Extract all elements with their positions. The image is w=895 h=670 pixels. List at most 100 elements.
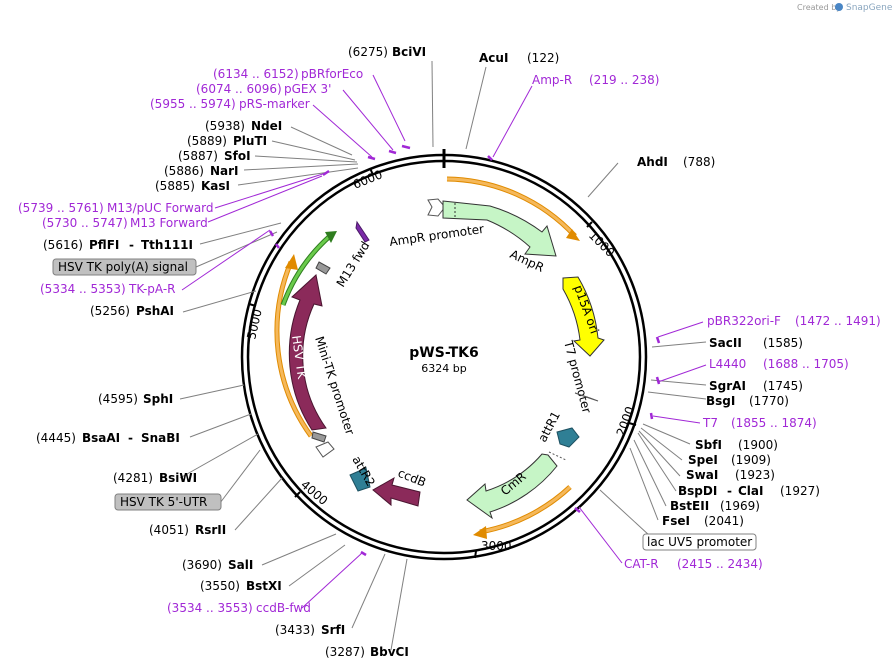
- ndei-pos: (5938): [205, 119, 245, 133]
- pshai-name: PshAI: [136, 304, 174, 318]
- m13-small-box: [315, 261, 331, 275]
- sacii-name: SacII: [709, 336, 742, 350]
- bsteii-pos: (1969): [720, 499, 760, 513]
- srfi-pos: (3433): [275, 623, 315, 637]
- primer-marks: [268, 144, 661, 557]
- ahdi-pos: (788): [683, 155, 715, 169]
- bstxi-name: BstXI: [246, 579, 282, 593]
- bspdi-name: BspDI: [678, 484, 717, 498]
- bcivi-pos: (6275): [348, 45, 388, 59]
- sacii-pos: (1585): [763, 336, 803, 350]
- bsiwi-name: BsiWI: [159, 471, 197, 485]
- tick-6000: 6000: [351, 167, 385, 191]
- sali-name: SalI: [228, 558, 253, 572]
- ccdb-fwd-range: (3534 .. 3553): [167, 601, 253, 615]
- swai-pos: (1923): [735, 468, 775, 482]
- sali-pos: (3690): [182, 558, 222, 572]
- m13-fwd-label: M13 fwd: [334, 239, 373, 290]
- tick-5000: 5000: [244, 308, 265, 341]
- pbr322ori-f-range: (1472 .. 1491): [795, 314, 881, 328]
- l4440-name: L4440: [709, 357, 746, 371]
- tick-3000: 3000: [481, 539, 512, 553]
- cmr-feature: [466, 453, 558, 520]
- spei-name: SpeI: [688, 453, 718, 467]
- srfi-name: SrfI: [321, 623, 345, 637]
- rsrii-name: RsrII: [195, 523, 226, 537]
- tick-2000: 2000: [614, 405, 638, 438]
- pluti-pos: (5889): [187, 134, 227, 148]
- ccdb-label: ccdB: [396, 466, 428, 490]
- attr2-shape: [349, 467, 371, 492]
- pgex3-range: (6074 .. 6096): [196, 82, 282, 96]
- rsrii-pos: (4051): [149, 523, 189, 537]
- swai-name: SwaI: [686, 468, 718, 482]
- sbfi-pos: (1900): [738, 438, 778, 452]
- p15a-ori-feature: [562, 276, 605, 357]
- sphi-pos: (4595): [98, 392, 138, 406]
- pflfi-pos: (5616): [43, 238, 83, 252]
- fsei-pos: (2041): [704, 514, 744, 528]
- pbr322ori-f-name: pBR322ori-F: [707, 314, 781, 328]
- cat-r-range: (2415 .. 2434): [677, 557, 763, 571]
- bsaai-sep: -: [128, 431, 133, 445]
- amp-r-name: Amp-R: [532, 73, 572, 87]
- ampr-feature: [427, 198, 557, 257]
- lac-uv5-label: lac UV5 promoter: [647, 535, 752, 549]
- orf-arcs: [274, 176, 580, 539]
- m13-forward-name: M13 Forward: [130, 216, 208, 230]
- attr2-label: attR2: [349, 454, 377, 489]
- sphi-name: SphI: [143, 392, 173, 406]
- ccdb-fwd-name: ccdB-fwd: [256, 601, 311, 615]
- m13-fwd-arrow: [355, 220, 370, 243]
- snabi-name: SnaBI: [141, 431, 180, 445]
- bspdi-sep: -: [727, 484, 732, 498]
- spei-pos: (1909): [731, 453, 771, 467]
- ampr-promoter-label: AmpR promoter: [388, 222, 484, 249]
- t7-range: (1855 .. 1874): [731, 416, 817, 430]
- t7-name: T7: [702, 416, 718, 430]
- sfoi-name: SfoI: [224, 149, 251, 163]
- pflfi-name: PflFI: [89, 238, 119, 252]
- plasmid-size: 6324 bp: [421, 362, 466, 375]
- lac-uv5-box: [642, 533, 757, 551]
- sfoi-pos: (5887): [178, 149, 218, 163]
- mini-tk-promoter-arrow: [315, 441, 335, 458]
- pbrforeco-range: (6134 .. 6152): [213, 67, 299, 81]
- hsv-tk-polya-box: [52, 258, 197, 276]
- nari-pos: (5886): [164, 164, 204, 178]
- pbrforeco-name: pBRforEco: [301, 67, 363, 81]
- hsv-tk-polya-label: HSV TK poly(A) signal: [58, 260, 188, 274]
- hsv-tk-label: HSV TK: [289, 334, 309, 381]
- bcivi-name: BciVI: [392, 45, 426, 59]
- bsaai-name: BsaAI: [82, 431, 120, 445]
- attr1-line: [548, 451, 567, 461]
- nari-name: NarI: [210, 164, 239, 178]
- pluti-name: PluTI: [233, 134, 267, 148]
- tth111i-name: Tth111I: [141, 238, 193, 252]
- ahdi-name: AhdI: [637, 155, 668, 169]
- mini-tk-box: [311, 431, 327, 443]
- cat-r-name: CAT-R: [624, 557, 659, 571]
- kasi-pos: (5885): [155, 179, 195, 193]
- pgex3-name: pGEX 3': [284, 82, 331, 96]
- hsv-tk-5utr-box: [114, 493, 222, 511]
- bsgi-pos: (1770): [749, 394, 789, 408]
- sbfi-name: SbfI: [695, 438, 722, 452]
- sgrai-pos: (1745): [763, 379, 803, 393]
- primer-connectors: [181, 74, 707, 609]
- attr1-shape: [556, 427, 580, 448]
- fsei-name: FseI: [662, 514, 690, 528]
- bspdi-pos: (1927): [780, 484, 820, 498]
- acui-pos: (122): [527, 51, 559, 65]
- hsv-tk-5utr-label: HSV TK 5'-UTR: [120, 495, 207, 509]
- credit-brand: SnapGene: [846, 3, 893, 13]
- bsteii-name: BstEII: [670, 499, 709, 513]
- bsiwi-pos: (4281): [113, 471, 153, 485]
- l4440-range: (1688 .. 1705): [763, 357, 849, 371]
- t7-promoter-arrow: [574, 392, 599, 402]
- ccdb-shape: [372, 476, 421, 507]
- pflfi-sep: -: [129, 238, 134, 252]
- ndei-name: NdeI: [251, 119, 282, 133]
- acui-name: AcuI: [479, 51, 508, 65]
